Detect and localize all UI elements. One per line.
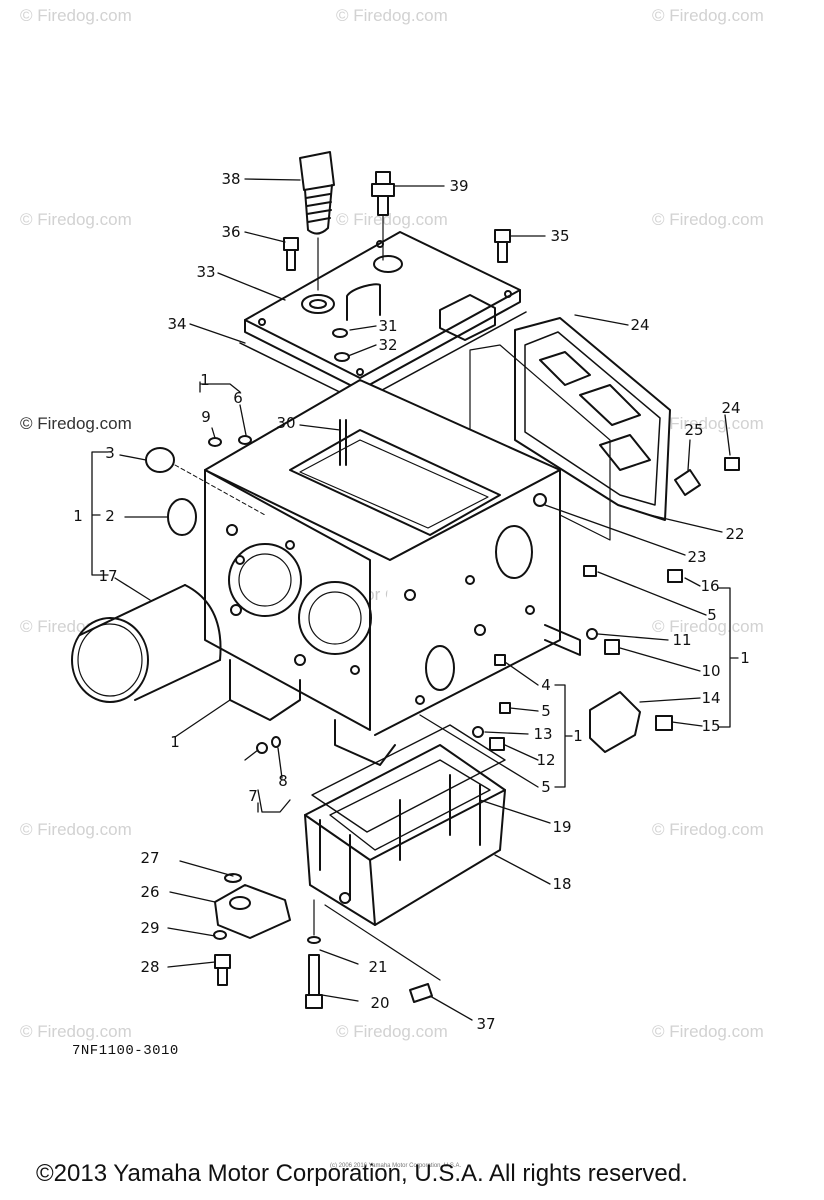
callout-8: 8 [278, 772, 288, 790]
callout-37: 37 [476, 1015, 496, 1033]
callout-1: 1 [170, 733, 180, 751]
callout-5: 5 [541, 778, 551, 796]
gasket-19 [311, 724, 506, 833]
callout-36: 36 [221, 223, 241, 241]
plug-37 [324, 904, 441, 1003]
callout-17: 17 [98, 567, 118, 585]
callout-28: 28 [140, 958, 160, 976]
callout-24: 24 [721, 399, 741, 417]
watermark: © Firedog.com [652, 6, 764, 25]
watermark: © Firedog.com [652, 617, 764, 636]
callout-2: 2 [105, 507, 115, 525]
callout-13: 13 [533, 725, 553, 743]
oil-pan-18 [304, 744, 506, 926]
callout-38: 38 [221, 170, 241, 188]
drain-bolt-20 [305, 899, 323, 1009]
callout-30: 30 [276, 414, 296, 432]
bolts-36-35 [283, 229, 511, 271]
callout-33: 33 [196, 263, 216, 281]
oil-filter-17 [71, 584, 222, 703]
small-print: (c) 2006 2016 Yamaha Motor Corporation, … [330, 1163, 462, 1169]
callout-3: 3 [105, 444, 115, 462]
strainer-26 [213, 873, 291, 986]
crankcase-block [204, 379, 581, 766]
watermark: © Firedog.com [336, 1022, 448, 1041]
callout-22: 22 [725, 525, 745, 543]
small-pins [208, 419, 740, 754]
callout-14: 14 [701, 689, 721, 707]
watermark: © Firedog.com [20, 210, 132, 229]
callout-9: 9 [201, 408, 211, 426]
callout-7: 7 [248, 787, 258, 805]
callout-25: 25 [684, 421, 704, 439]
part-38-sender [299, 151, 335, 291]
watermark: © Firedog.com [20, 414, 132, 433]
callout-1: 1 [73, 507, 83, 525]
callout-19: 19 [552, 818, 572, 836]
callout-5: 5 [541, 702, 551, 720]
callout-5: 5 [707, 606, 717, 624]
side-cover-22 [469, 317, 671, 541]
watermark: © Firedog.com [652, 820, 764, 839]
callout-16: 16 [700, 577, 720, 595]
callout-24: 24 [630, 316, 650, 334]
diagram-code: 7NF1100-3010 [72, 1043, 179, 1059]
cover-14 [589, 691, 673, 753]
callout-34: 34 [167, 315, 187, 333]
callout-11: 11 [672, 631, 692, 649]
watermark: © Firedog.com [336, 6, 448, 25]
callout-18: 18 [552, 875, 572, 893]
callout-21: 21 [368, 958, 388, 976]
callout-39: 39 [449, 177, 469, 195]
copyright-footer: ©2013 Yamaha Motor Corporation, U.S.A. A… [36, 1160, 688, 1187]
callout-10: 10 [701, 662, 721, 680]
callout-15: 15 [701, 717, 721, 735]
watermark: © Firedog.com [20, 1022, 132, 1041]
callout-27: 27 [140, 849, 160, 867]
cap-3-disc-2 [145, 447, 266, 536]
callout-1: 1 [200, 371, 210, 389]
callout-4: 4 [541, 676, 551, 694]
watermark: © Firedog.com [652, 210, 764, 229]
watermark: © Firedog.com [652, 1022, 764, 1041]
leader-lines [91, 178, 739, 1021]
callout-29: 29 [140, 919, 160, 937]
watermark: © Firedog.com [336, 210, 448, 229]
callout-23: 23 [687, 548, 707, 566]
callout-32: 32 [378, 336, 398, 354]
callout-35: 35 [550, 227, 570, 245]
callout-6: 6 [233, 389, 243, 407]
callout-26: 26 [140, 883, 160, 901]
watermark: © Firedog.com [20, 6, 132, 25]
callout-20: 20 [370, 994, 390, 1012]
callout-1: 1 [740, 649, 750, 667]
part-39-switch [371, 171, 395, 261]
watermark: © Firedog.com [20, 820, 132, 839]
watermark: © Firedog.com [652, 414, 764, 433]
callout-12: 12 [536, 751, 556, 769]
callout-1: 1 [573, 727, 583, 745]
callout-31: 31 [378, 317, 398, 335]
